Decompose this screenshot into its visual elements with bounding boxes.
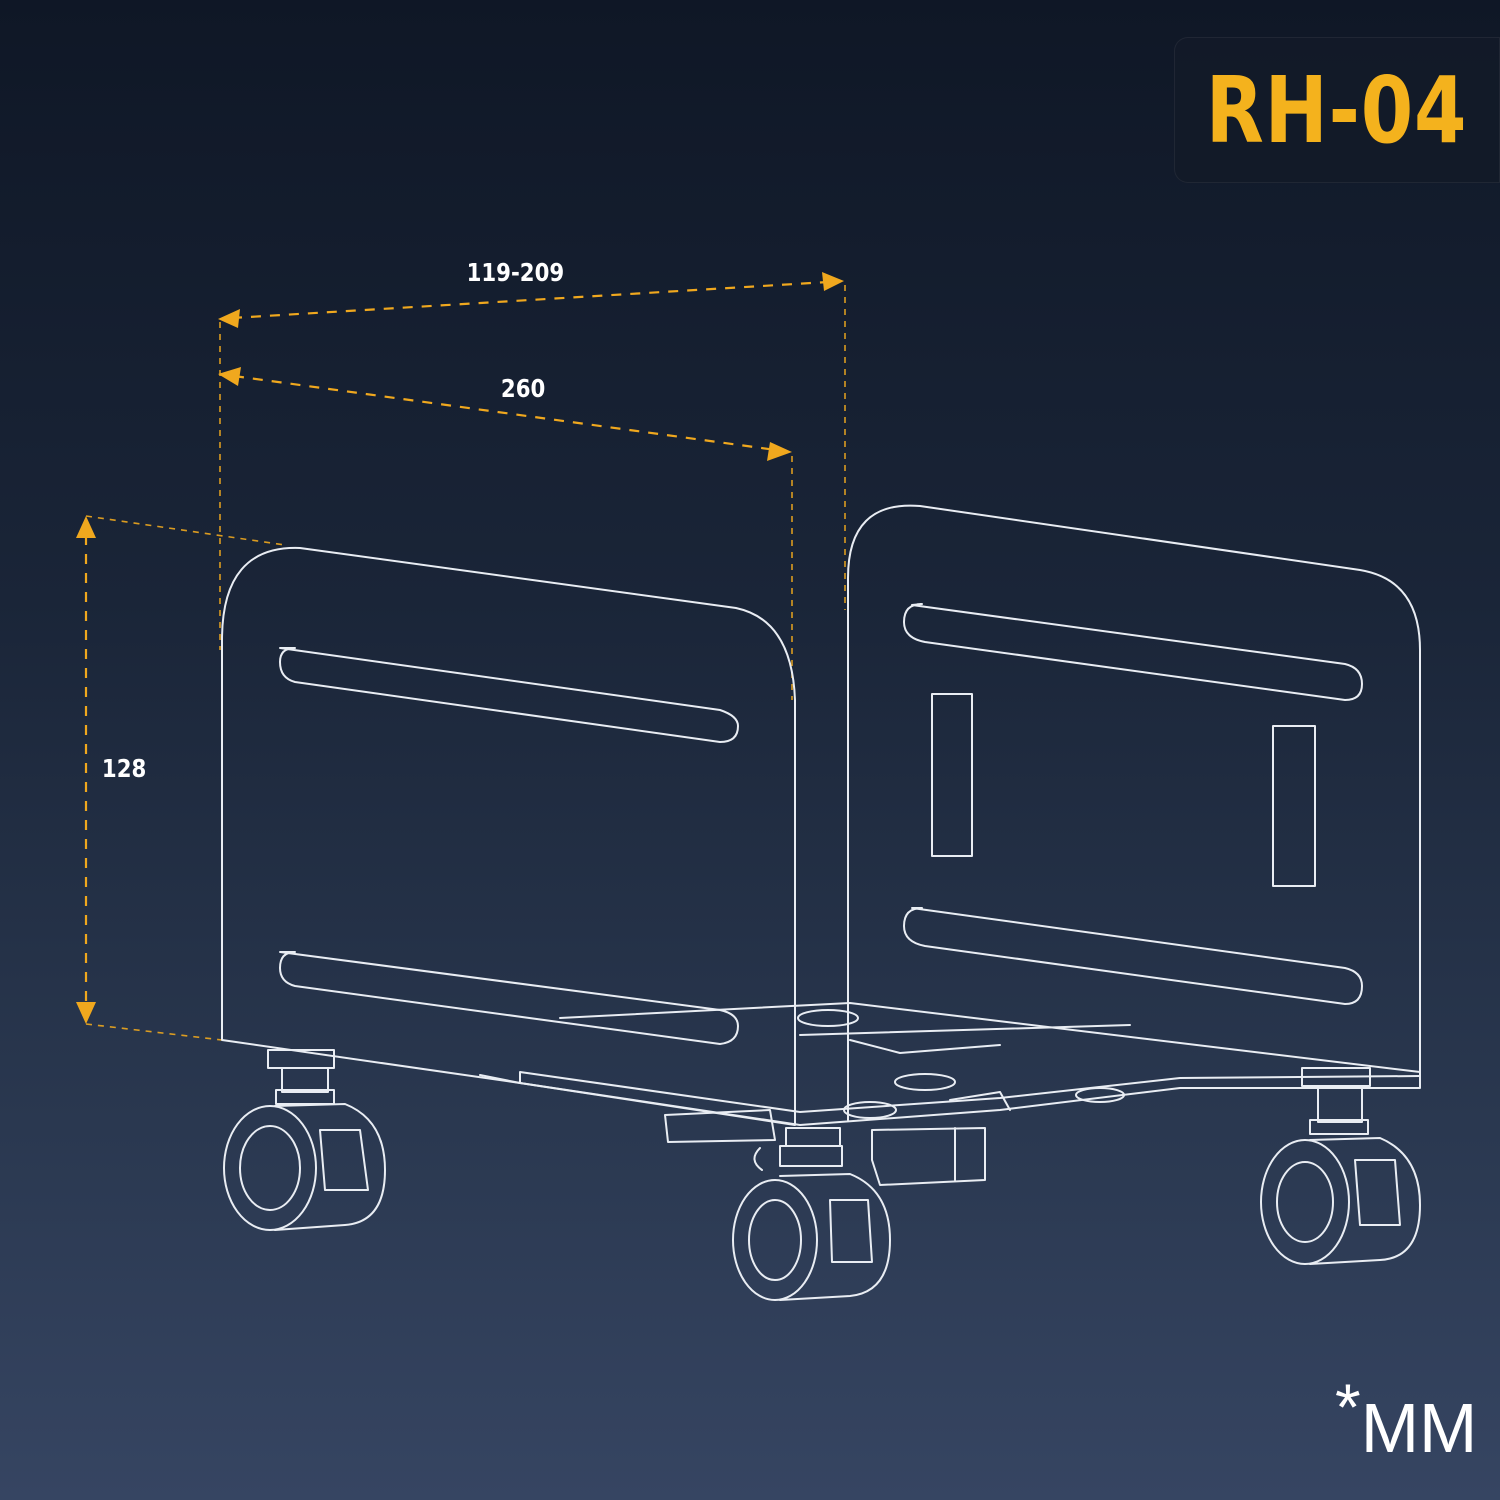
caster-right <box>1260 1067 1421 1265</box>
model-badge: RH-04 <box>1174 37 1500 183</box>
left-panel <box>221 546 796 1126</box>
right-panel <box>847 504 1421 1121</box>
dimension-width-label: 119-209 <box>466 258 565 287</box>
dimension-length-label: 260 <box>500 374 546 403</box>
dimension-width-line <box>218 272 846 650</box>
dimension-height-line <box>76 515 286 1041</box>
unit-note: *MM <box>1335 1370 1478 1468</box>
model-name: RH-04 <box>1206 56 1468 164</box>
unit-text: MM <box>1360 1389 1478 1467</box>
dimension-length-line <box>218 367 793 700</box>
stand-outline <box>221 504 1421 1301</box>
caster-middle <box>732 1127 891 1301</box>
base-plate <box>479 1002 1421 1126</box>
unit-asterisk: * <box>1335 1370 1361 1444</box>
caster-left <box>223 1049 386 1231</box>
dimension-height-label: 128 <box>101 754 147 783</box>
